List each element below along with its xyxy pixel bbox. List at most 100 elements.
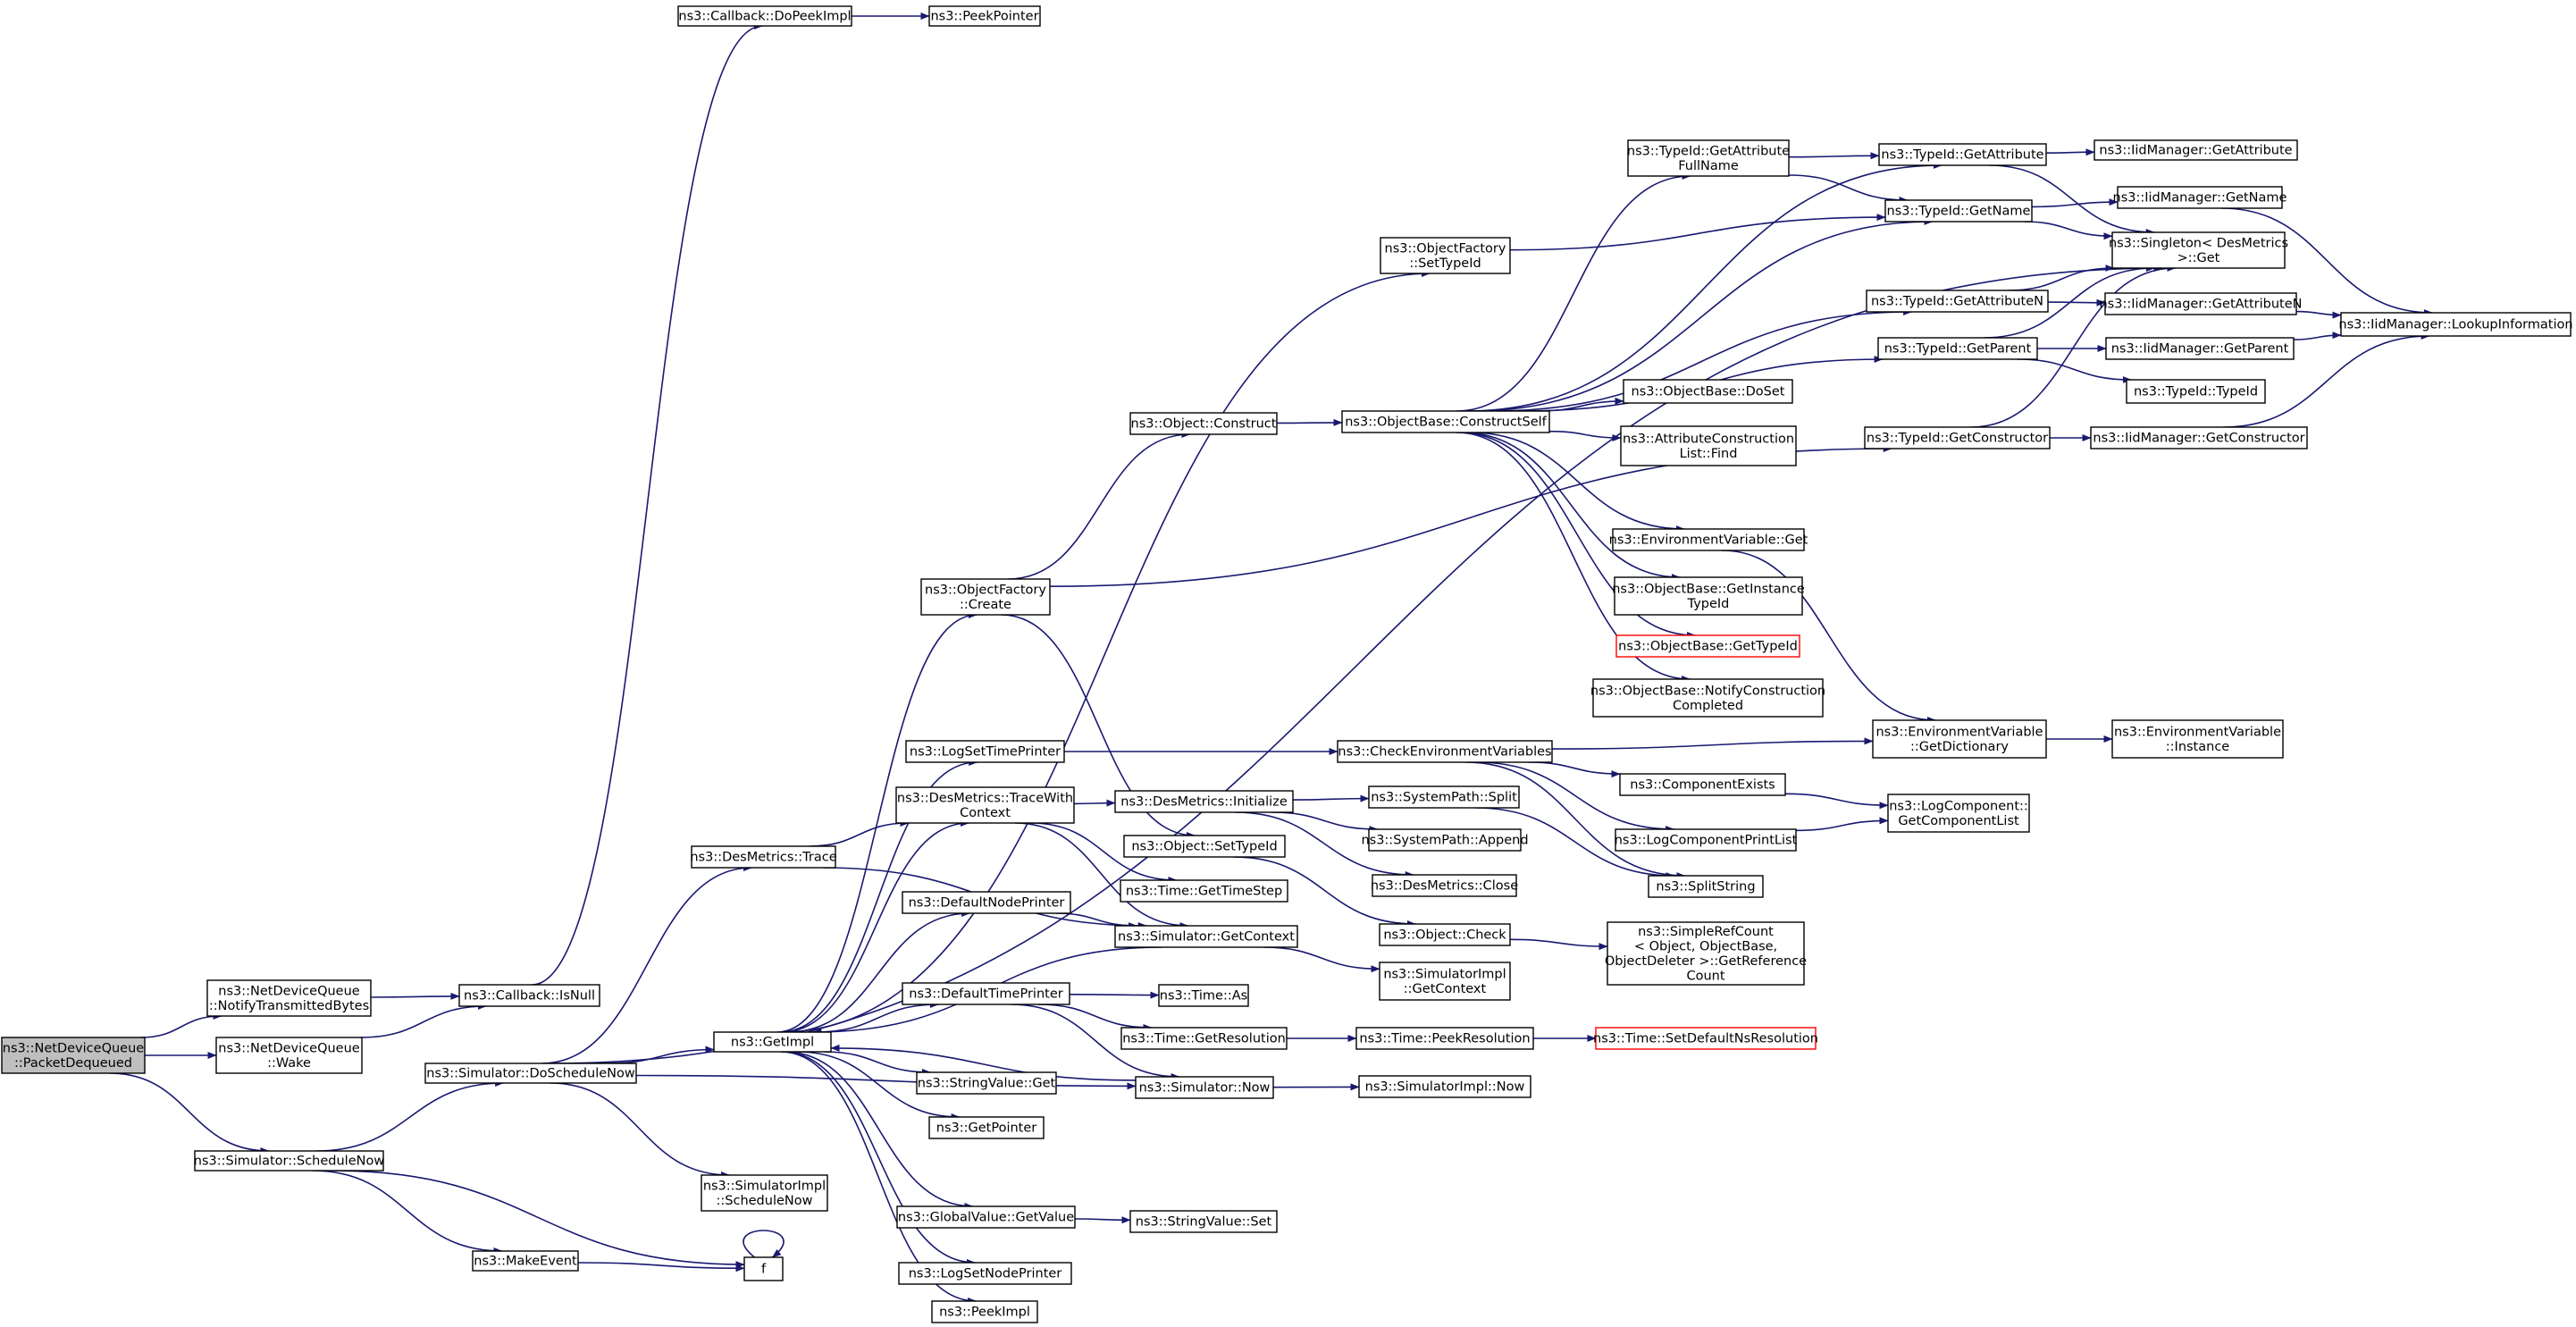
node-tidtypeid[interactable]: ns3::TypeId::TypeId xyxy=(2126,379,2266,404)
node-box[interactable] xyxy=(1866,290,2049,313)
node-box[interactable] xyxy=(1114,790,1294,813)
node-defnodep[interactable]: ns3::DefaultNodePrinter xyxy=(902,891,1071,914)
node-box[interactable] xyxy=(1607,921,1805,986)
node-f[interactable]: f xyxy=(743,1256,784,1281)
node-box[interactable] xyxy=(1129,1210,1278,1233)
node-simgetctx[interactable]: ns3::Simulator::GetContext xyxy=(1114,925,1298,948)
node-peekptr[interactable]: ns3::PeekPointer xyxy=(928,5,1041,27)
node-box[interactable] xyxy=(1380,237,1511,274)
node-box[interactable] xyxy=(1368,785,1520,809)
node-objfset[interactable]: ns3::ObjectFactory::SetTypeId xyxy=(1380,237,1511,274)
node-box[interactable] xyxy=(424,1062,637,1084)
node-box[interactable] xyxy=(472,1250,579,1272)
node-box[interactable] xyxy=(1878,143,2047,166)
node-wake[interactable]: ns3::NetDeviceQueue::Wake xyxy=(215,1037,363,1074)
node-strvalset[interactable]: ns3::StringValue::Set xyxy=(1129,1210,1278,1233)
node-box[interactable] xyxy=(916,1071,1057,1095)
node-box[interactable] xyxy=(1864,426,2051,449)
node-objsettid[interactable]: ns3::Object::SetTypeId xyxy=(1123,835,1286,858)
node-obdoset[interactable]: ns3::ObjectBase::DoSet xyxy=(1623,379,1793,404)
node-tidgetparent[interactable]: ns3::TypeId::GetParent xyxy=(1877,337,2038,360)
node-box[interactable] xyxy=(2111,231,2286,269)
node-iidgetparent[interactable]: ns3::IidManager::GetParent xyxy=(2105,337,2295,360)
node-box[interactable] xyxy=(2340,312,2572,337)
node-box[interactable] xyxy=(194,1150,384,1172)
node-box[interactable] xyxy=(2126,379,2266,404)
node-box[interactable] xyxy=(1337,740,1553,763)
node-box[interactable] xyxy=(206,979,372,1017)
node-timegts[interactable]: ns3::Time::GetTimeStep xyxy=(1120,879,1288,903)
node-box[interactable] xyxy=(1619,773,1786,796)
node-desmclose[interactable]: ns3::DesMetrics::Close xyxy=(1371,874,1518,897)
node-box[interactable] xyxy=(1120,879,1288,903)
node-box[interactable] xyxy=(931,1300,1038,1323)
node-makeevent[interactable]: ns3::MakeEvent xyxy=(472,1250,579,1272)
node-box[interactable] xyxy=(1158,984,1249,1007)
node-envget[interactable]: ns3::EnvironmentVariable::Get xyxy=(1609,528,1808,551)
node-box[interactable] xyxy=(1114,925,1298,948)
node-box[interactable] xyxy=(701,1174,828,1212)
node-box[interactable] xyxy=(1355,1027,1534,1050)
node-iidgetname[interactable]: ns3::IidManager::GetName xyxy=(2113,186,2287,209)
node-box[interactable] xyxy=(928,1116,1045,1139)
node-box[interactable] xyxy=(895,786,1075,824)
node-dopeek[interactable]: ns3::Callback::DoPeekImpl xyxy=(677,5,852,27)
node-timesetdefns[interactable]: ns3::Time::SetDefaultNsResolution xyxy=(1593,1027,1818,1050)
node-box[interactable] xyxy=(1615,828,1797,852)
node-box[interactable] xyxy=(2090,426,2308,449)
node-tidgetattr[interactable]: ns3::TypeId::GetAttribute xyxy=(1878,143,2047,166)
node-box[interactable] xyxy=(1372,874,1517,897)
node-box[interactable] xyxy=(215,1037,363,1074)
node-dosched[interactable]: ns3::Simulator::DoScheduleNow xyxy=(424,1062,637,1084)
node-box[interactable] xyxy=(1368,828,1522,852)
node-box[interactable] xyxy=(1379,962,1511,1001)
node-simimplgetctx[interactable]: ns3::SimulatorImpl::GetContext xyxy=(1379,962,1511,1001)
node-box[interactable] xyxy=(1135,1076,1274,1099)
node-box[interactable] xyxy=(677,5,852,27)
node-box[interactable] xyxy=(1884,199,2033,223)
node-peekimpl[interactable]: ns3::PeekImpl xyxy=(931,1300,1038,1323)
node-tidgetattrn[interactable]: ns3::TypeId::GetAttributeN xyxy=(1866,290,2049,313)
node-box[interactable] xyxy=(1,1037,146,1074)
node-strvalget[interactable]: ns3::StringValue::Get xyxy=(916,1071,1057,1095)
node-iidgetctor[interactable]: ns3::IidManager::GetConstructor xyxy=(2090,426,2308,449)
node-box[interactable] xyxy=(902,982,1070,1005)
node-deftimep[interactable]: ns3::DefaultTimePrinter xyxy=(902,982,1070,1005)
node-timeas[interactable]: ns3::Time::As xyxy=(1158,984,1249,1007)
node-tidgetctor[interactable]: ns3::TypeId::GetConstructor xyxy=(1864,426,2051,449)
node-box[interactable] xyxy=(896,1205,1076,1229)
node-objcheck[interactable]: ns3::Object::Check xyxy=(1379,923,1511,946)
node-box[interactable] xyxy=(1129,412,1278,435)
node-box[interactable] xyxy=(1648,875,1764,898)
node-box[interactable] xyxy=(1358,1075,1531,1098)
node-isnull[interactable]: ns3::Callback::IsNull xyxy=(458,984,600,1007)
node-box[interactable] xyxy=(1877,337,2038,360)
node-desminit[interactable]: ns3::DesMetrics::Initialize xyxy=(1114,790,1294,813)
node-timegetres[interactable]: ns3::Time::GetResolution xyxy=(1120,1027,1288,1050)
node-box[interactable] xyxy=(1120,1027,1288,1050)
node-envinst[interactable]: ns3::EnvironmentVariable::Instance xyxy=(2111,719,2284,759)
node-singleton[interactable]: ns3::Singleton< DesMetrics>::Get xyxy=(2109,231,2288,269)
node-box[interactable] xyxy=(898,1262,1072,1285)
node-getpointer[interactable]: ns3::GetPointer xyxy=(928,1116,1045,1139)
node-obconstructself[interactable]: ns3::ObjectBase::ConstructSelf xyxy=(1341,410,1550,433)
node-gvget[interactable]: ns3::GlobalValue::GetValue xyxy=(896,1205,1076,1229)
node-box[interactable] xyxy=(1627,139,1790,177)
node-simplerefcount[interactable]: ns3::SimpleRefCount< Object, ObjectBase,… xyxy=(1605,921,1807,986)
node-iidgetattrn[interactable]: ns3::IidManager::GetAttributeN xyxy=(2099,292,2303,315)
node-tidgetname[interactable]: ns3::TypeId::GetName xyxy=(1884,199,2033,223)
node-compexists[interactable]: ns3::ComponentExists xyxy=(1619,773,1786,796)
node-box[interactable] xyxy=(1379,923,1511,946)
node-box[interactable] xyxy=(1615,634,1800,658)
node-logsettp[interactable]: ns3::LogSetTimePrinter xyxy=(905,740,1065,763)
node-objfcreate[interactable]: ns3::ObjectFactory::Create xyxy=(920,578,1051,616)
node-simnow[interactable]: ns3::Simulator::Now xyxy=(1135,1076,1274,1099)
node-box[interactable] xyxy=(905,740,1065,763)
node-box[interactable] xyxy=(1887,794,2030,833)
node-box[interactable] xyxy=(928,5,1041,27)
node-box[interactable] xyxy=(713,1031,832,1053)
